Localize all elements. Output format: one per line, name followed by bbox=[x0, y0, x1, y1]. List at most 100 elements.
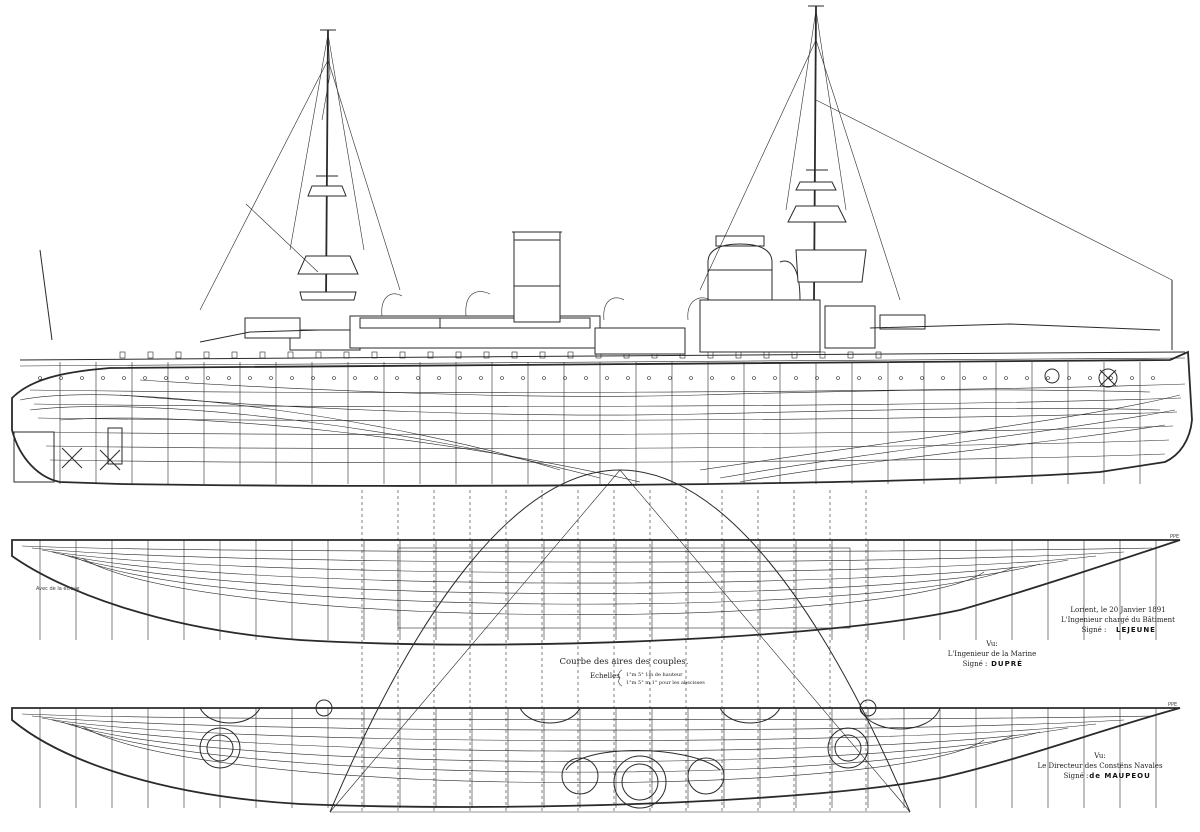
porthole bbox=[269, 376, 273, 380]
porthole bbox=[563, 376, 567, 380]
porthole bbox=[1025, 376, 1029, 380]
place-date: Lorient, le 20 Janvier 1891 bbox=[1070, 606, 1165, 614]
profile-waterline bbox=[41, 425, 1174, 435]
porthole bbox=[38, 376, 42, 380]
boat-davits bbox=[381, 291, 711, 321]
aft-mast bbox=[787, 5, 867, 301]
deck-plan-line bbox=[71, 723, 1013, 773]
porthole bbox=[521, 376, 525, 380]
porthole bbox=[878, 376, 882, 380]
profile-waterline bbox=[29, 383, 1186, 393]
deck-plan-line bbox=[31, 715, 1125, 731]
curve-ordinates bbox=[329, 469, 911, 813]
half-breadth-waterline bbox=[71, 555, 1013, 605]
gun-port bbox=[427, 351, 434, 359]
gun-port bbox=[455, 351, 462, 359]
porthole bbox=[458, 376, 462, 380]
gun-port bbox=[511, 351, 518, 359]
half-breadth-stations bbox=[39, 540, 1157, 640]
half-breadth-waterline bbox=[41, 549, 1097, 573]
porthole bbox=[206, 376, 210, 380]
propeller-and-rudder bbox=[13, 427, 123, 483]
navy-engineer-name: DUPRÉ bbox=[991, 659, 1023, 668]
porthole bbox=[101, 376, 105, 380]
porthole bbox=[227, 376, 231, 380]
porthole bbox=[122, 376, 126, 380]
buttock-lines bbox=[19, 379, 1181, 483]
porthole bbox=[857, 376, 861, 380]
deck-plan-line bbox=[81, 725, 985, 783]
curve-title: Courbe des aires des couples. bbox=[560, 657, 689, 667]
director-role: Le Directeur des Constëns Navales bbox=[1037, 762, 1163, 770]
porthole bbox=[542, 376, 546, 380]
porthole bbox=[1151, 376, 1155, 380]
porthole bbox=[1130, 376, 1134, 380]
gun-port bbox=[175, 351, 182, 359]
fore-funnel bbox=[512, 231, 562, 323]
porthole bbox=[941, 376, 945, 380]
gun-port bbox=[119, 351, 126, 359]
area-curve-line bbox=[329, 469, 911, 813]
gun-port bbox=[539, 351, 546, 359]
gun-port bbox=[147, 351, 154, 359]
gun-port bbox=[287, 351, 294, 359]
porthole bbox=[59, 376, 63, 380]
director-name: de MAUPEOU bbox=[1089, 772, 1151, 780]
director-signature-block: Vu: Le Directeur des Constëns Navales Si… bbox=[1037, 752, 1163, 780]
porthole bbox=[437, 376, 441, 380]
deck-plan-stations bbox=[39, 708, 1157, 808]
keel-note: Avec de la étrève bbox=[36, 585, 79, 592]
porthole bbox=[962, 376, 966, 380]
fp-mark-upper: PPE bbox=[1170, 534, 1179, 540]
deck-plan-line bbox=[51, 719, 1069, 752]
half-breadth-waterline bbox=[51, 551, 1069, 584]
engineer-role: L'Ingenieur chargé du Bâtiment bbox=[1061, 616, 1175, 624]
porthole bbox=[773, 376, 777, 380]
engineer-name: LEJEUNE bbox=[1116, 626, 1156, 634]
curve-scale-line-1: 1°m 5° 1m de hauteur bbox=[626, 672, 683, 678]
turret-circles bbox=[199, 699, 941, 809]
deck-plan-line bbox=[41, 717, 1097, 741]
navy-engineer-role: L'Ingenieur de la Marine bbox=[948, 650, 1037, 658]
porthole bbox=[836, 376, 840, 380]
deck-plan-line bbox=[61, 721, 1041, 762]
gun-port bbox=[203, 351, 210, 359]
porthole bbox=[668, 376, 672, 380]
porthole bbox=[920, 376, 924, 380]
porthole bbox=[353, 376, 357, 380]
curve-scale-label: Echelles bbox=[590, 672, 620, 680]
porthole bbox=[626, 376, 630, 380]
porthole bbox=[584, 376, 588, 380]
fore-mast-rigging bbox=[199, 33, 401, 311]
deck-plan-lines bbox=[21, 713, 1153, 783]
hull-outline bbox=[11, 350, 1193, 487]
half-breadth-outline bbox=[11, 539, 1181, 646]
profile-view bbox=[11, 5, 1193, 487]
gun-port bbox=[567, 351, 574, 359]
half-breadth-waterline bbox=[81, 557, 985, 615]
profile-stations bbox=[59, 362, 1141, 484]
porthole bbox=[710, 376, 714, 380]
gun-port bbox=[819, 351, 826, 359]
porthole bbox=[143, 376, 147, 380]
porthole bbox=[1067, 376, 1071, 380]
director-signed: Signé : bbox=[1064, 772, 1089, 780]
gun-port bbox=[399, 351, 406, 359]
half-breadth-waterlines bbox=[21, 545, 1153, 615]
seen-2: Vu: bbox=[1093, 752, 1105, 760]
porthole bbox=[1004, 376, 1008, 380]
profile-waterline bbox=[37, 411, 1178, 421]
fp-mark-lower: PPE bbox=[1168, 702, 1177, 708]
gun-port bbox=[343, 351, 350, 359]
porthole bbox=[815, 376, 819, 380]
anchor-detail bbox=[1044, 368, 1118, 388]
porthole bbox=[500, 376, 504, 380]
navy-engineer-signed: Signé : bbox=[963, 660, 988, 668]
sectional-area-curve: Courbe des aires des couples. Echelles 1… bbox=[329, 469, 911, 813]
half-breadth-plan: Avec de la étrève PPE bbox=[11, 534, 1181, 646]
profile-waterline bbox=[45, 439, 1170, 449]
gun-port bbox=[483, 351, 490, 359]
porthole bbox=[395, 376, 399, 380]
navy-engineer-signature-block: Vu: L'Ingenieur de la Marine Signé : DUP… bbox=[948, 640, 1037, 668]
